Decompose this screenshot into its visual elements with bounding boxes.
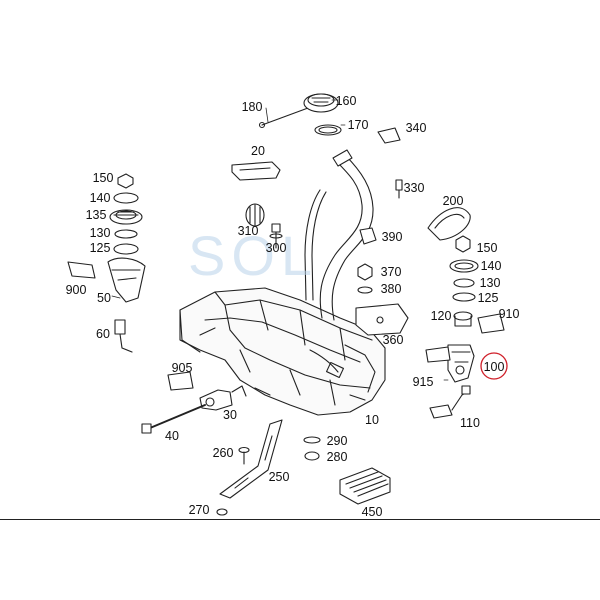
label-60: 60 (96, 326, 110, 341)
label-390: 390 (381, 229, 403, 244)
pump-100 (447, 344, 475, 383)
label-50: 50 (97, 290, 111, 305)
label-150-left: 150 (92, 170, 114, 185)
left-pump-stack (107, 173, 146, 303)
label-260: 260 (212, 445, 234, 460)
label-270: 270 (188, 502, 210, 517)
part-60 (114, 319, 133, 353)
plate-360 (355, 303, 409, 336)
nut-270 (216, 508, 228, 516)
bracket-20 (231, 161, 281, 181)
watermark-text: SOL (188, 224, 319, 287)
washer-280 (304, 451, 320, 461)
part-900 (67, 261, 96, 279)
label-200: 200 (442, 193, 464, 208)
label-310: 310 (237, 223, 259, 238)
fuel-cap (258, 93, 339, 129)
label-370: 370 (380, 264, 402, 279)
part-300 (269, 223, 283, 249)
baseline-rule (0, 519, 600, 520)
label-125-left: 125 (89, 240, 111, 255)
bolt-330 (395, 179, 403, 199)
label-140-right: 140 (480, 258, 502, 273)
part-310 (245, 203, 265, 227)
label-120: 120 (430, 308, 452, 323)
label-360: 360 (382, 332, 404, 347)
label-20: 20 (251, 143, 265, 158)
strap-250 (219, 419, 283, 499)
label-150-right: 150 (476, 240, 498, 255)
label-915: 915 (412, 374, 434, 389)
label-280: 280 (326, 449, 348, 464)
label-290: 290 (326, 433, 348, 448)
label-170: 170 (347, 117, 369, 132)
right-pump-stack (449, 235, 479, 327)
label-140-left: 140 (89, 190, 111, 205)
label-30: 30 (223, 407, 237, 422)
label-330: 330 (403, 180, 425, 195)
label-110: 110 (460, 415, 480, 430)
label-180: 180 (241, 99, 263, 114)
label-905: 905 (171, 360, 193, 375)
label-380: 380 (380, 281, 402, 296)
seal-ring-170 (314, 124, 342, 136)
cable-40 (141, 404, 206, 434)
part-905 (167, 371, 194, 391)
label-10: 10 (365, 412, 379, 427)
label-450: 450 (361, 504, 383, 519)
label-910: 910 (498, 306, 520, 321)
label-300: 300 (265, 240, 287, 255)
washer-290 (303, 436, 321, 444)
leader-lines (111, 99, 449, 381)
label-135: 135 (85, 207, 107, 222)
label-130-left: 130 (89, 225, 111, 240)
washer-380 (357, 286, 373, 294)
label-125-right: 125 (477, 290, 499, 305)
part-340 (377, 127, 401, 144)
filler-neck (304, 149, 374, 321)
label-900: 900 (65, 282, 87, 297)
label-250: 250 (268, 469, 290, 484)
part-910 (477, 313, 505, 334)
label-40: 40 (165, 428, 179, 443)
label-160: 160 (335, 93, 357, 108)
label-130-right: 130 (479, 275, 501, 290)
nut-370 (357, 263, 373, 281)
block-450 (339, 467, 391, 505)
label-100: 100 (483, 359, 505, 374)
sensor-30 (199, 385, 247, 411)
part-390 (359, 227, 377, 245)
bolt-260 (238, 446, 250, 465)
part-915 (425, 346, 451, 363)
part-110 (429, 385, 471, 419)
highlight-circle-100 (480, 352, 508, 380)
label-340: 340 (405, 120, 427, 135)
